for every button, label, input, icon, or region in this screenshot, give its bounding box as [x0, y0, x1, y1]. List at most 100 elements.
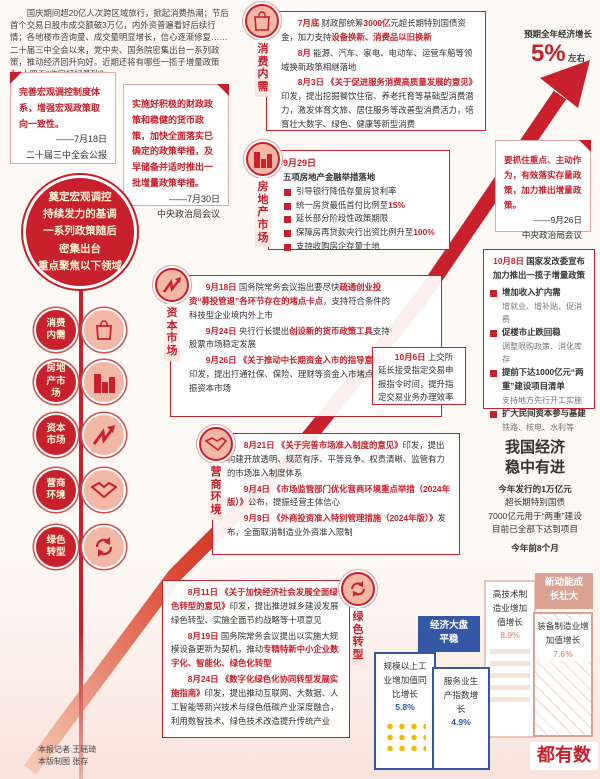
highlight-segment: 15%: [388, 199, 405, 210]
quote-source: 中央政治局会议: [521, 230, 582, 241]
highlight-segment: 9月4日: [243, 483, 270, 494]
text-segment: 印发，提出构建开放透明、规范有序、平等竞争、权责清晰、监管有力的市场准入制度体系: [227, 440, 445, 478]
ndrc-list: 增加收入扩内需增就业、增补贴、促消费促楼市止跌回稳调整限购政策、消化库存提前下达…: [489, 286, 589, 434]
text-segment: ，支持符合条件的科技型企业境内外上市: [189, 295, 390, 320]
quote-date: ——9月26日: [533, 215, 582, 226]
category-handshake: 营商环境: [34, 468, 78, 512]
sse-box: 10月6日 上交所延长接受指定交易申报指令时间，提升指定交易业务办理效率: [372, 347, 466, 405]
stable-label: 经济大盘平稳: [418, 616, 480, 652]
consumption-box: 7月底 财政部统筹3000亿元超长期特别国债资金，加力支持设备换新、消费品以旧换…: [266, 11, 486, 131]
sse-content: 10月6日 上交所延长接受指定交易申报指令时间，提升指定交易业务办理效率: [378, 351, 460, 405]
ndrc-heading: 10月8日 国家发改委宣布: [489, 255, 589, 269]
highlight-segment: 8月11日: [187, 587, 219, 597]
category-recycle-arrows: 绿色转型: [34, 525, 78, 569]
stat-equipment: 装备制造业增加值增长 7.6%: [533, 612, 593, 737]
highlight-segment: 设备换新、消费品以旧换新: [331, 31, 432, 42]
text-segment: 引导银行降低存量房贷利率: [296, 185, 397, 196]
quote-plenum: 完善宏观调控制度体系，增强宏观政策取向一致性。 ——7月18日 二十届三中全会公…: [10, 72, 116, 164]
quote-politburo-sept: 要抓住重点、主动作为，有效落实存量政策，加力推出增量政策。 ——9月26日 中央…: [495, 140, 591, 240]
highlight-segment: 3000亿: [363, 18, 391, 28]
highlight-segment: 8月19日: [187, 630, 219, 641]
highlight-segment: 《关于加快经济社会发展全面绿色转型的意见》: [171, 587, 338, 611]
bond-line: 目前已全部下达到项目: [492, 523, 578, 534]
steady-panel: 我国经济 稳中有进 今年发行的1万亿元 超长期特别国债 7000亿元用于“两重”…: [480, 438, 590, 556]
stat-label: 高技术制造业增加值增长: [492, 589, 528, 627]
rising-arrow-icon: [155, 268, 189, 302]
forecast: 预期全年经济增长 5% 左右: [520, 28, 596, 68]
paragraph: 9月24日 央行行长提出创设新的货币政策工具支持股票市场稳定发展: [189, 325, 394, 353]
highlight-segment: 8月: [297, 47, 311, 58]
green-content: 8月11日 《关于加快经济社会发展全面绿色转型的意见》印发，提出推进城乡建设发展…: [171, 586, 341, 729]
text-segment: 支持股票市场稳定发展: [189, 325, 390, 350]
business-content: 8月21日 《关于完善市场准入制度的意见》印发，提出构建开放透明、规范有序、平等…: [227, 439, 451, 540]
period-label: 今年前8个月: [511, 543, 559, 554]
stat-label: 规模以上工业增加值同比增长: [383, 661, 427, 699]
center-line: 重点聚焦以下领域: [38, 259, 122, 272]
paragraph: 9月26日 《关于推动中长期资金入市的指导意见》印发，提出打通社保、保险、理财等…: [189, 354, 394, 396]
ndrc-item-detail: 调整限购政策、消化库存: [502, 341, 582, 364]
shopping-bag-icon: [245, 4, 279, 38]
ndrc-item-detail: 支持地方先行开工实施: [502, 395, 582, 405]
green-label: 绿色转型: [350, 608, 366, 665]
stat-label: 装备制造业增加值增长: [535, 620, 591, 648]
quote-date: ——7月30日: [168, 193, 220, 204]
recycle-arrows-icon: [341, 572, 375, 606]
paragraph: 8月 能源、汽车、家电、电动车、运营车船等领域换新政策相继落地: [281, 47, 477, 75]
stat-industrial: 规模以上工业增加值同比增长 5.8%: [374, 652, 436, 770]
paragraph: 9月8日 《外商投资准入特别管理措施（2024年版）》发布，全面取消制造业外资准…: [227, 512, 451, 540]
paragraph: 7月底 财政部统筹3000亿元超长期特别国债资金，加力支持设备换新、消费品以旧换…: [281, 17, 477, 45]
rising-arrow-icon: [82, 413, 126, 457]
forecast-label: 预期全年经济增长: [523, 29, 592, 39]
quote-text: 实施好积极的财政政策和稳健的货币政策，加快全面落实已确定的政策举措，及早储备并适…: [132, 99, 214, 188]
text-segment: 国务院常务会议指出要尽快: [236, 282, 340, 292]
stat-high-tech: 高技术制造业增加值增长 8.9%: [484, 580, 536, 738]
text-segment: 支持收购房企存量土地: [296, 241, 380, 252]
forecast-suffix: 左右: [568, 53, 586, 64]
highlight-segment: 8月3日: [297, 77, 324, 88]
buildings-icon: [246, 142, 280, 176]
credit-reporter: 本报记者 王瑶琦: [38, 745, 97, 754]
quote-source: 二十届三中全会公报: [25, 150, 107, 160]
stat-building: 高技术制造业增加值增长 8.9%: [484, 580, 536, 738]
text-segment: 发布，全面取消制造业外资准入限制: [227, 513, 446, 538]
paragraph: 8月24日 《数字化绿色化协同转型发展实施指南》印发，提出推动互联网、大数据、人…: [171, 673, 341, 728]
buildings-icon: [82, 360, 126, 404]
highlight-segment: 《数字化绿色化协同转型发展实施指南》: [171, 674, 339, 699]
stat-value: 8.9%: [500, 630, 520, 641]
center-line: 奠定宏观调控: [48, 190, 112, 203]
paragraph: 9月18日 国务院常务会议指出要尽快疏通创业投资“募投管退”各环节存在的堵点卡点…: [189, 281, 394, 323]
highlight-segment: 8月24日: [187, 674, 219, 685]
text-segment: 印发，提出推动互联网、大数据、人工智能等新兴技术与绿色低碳产业深度融合，利用数智…: [171, 688, 339, 726]
bond-line: 7000亿元用于“两重”建设: [488, 510, 582, 521]
ndrc-date: 10月8日: [493, 256, 524, 266]
highlight-segment: 疏通创业投资“募投管退”各环节存在的堵点卡点: [189, 282, 382, 306]
ndrc-item-detail: 铁路、核电、水利等: [502, 422, 574, 432]
category-rising-arrow: 资本市场: [34, 413, 78, 457]
text-segment: 印发，提出挖掘餐饮住宿、养老托育等基础型消费潜力，激发体育文旅、居住服务等改善型…: [281, 91, 474, 130]
center-circle: 奠定宏观调控 持续发力的基调 一系列政策随后 密集出台 重点聚焦以下领域: [23, 175, 137, 289]
credit-graphics: 本版制图 张存: [38, 757, 89, 766]
window-pattern: [384, 721, 426, 751]
stat-value: 5.8%: [395, 702, 415, 713]
timeline-line: [79, 285, 83, 779]
stripe-pattern: [490, 649, 530, 709]
highlight-segment: 《外商投资准入特别管理措施（2024年版）》: [269, 513, 438, 524]
quote-text: 完善宏观调控制度体系，增强宏观政策取向一致性。: [19, 87, 101, 129]
text-segment: 财政部统筹: [319, 18, 364, 28]
capital-content: 9月18日 国务院常务会议指出要尽快疏通创业投资“募投管退”各环节存在的堵点卡点…: [189, 281, 394, 396]
real-estate-list: 引导银行降低存量房贷利率统一房贷最低首付比例至15%延长部分阶段性政策期限保障房…: [283, 185, 441, 254]
text-segment: 上交所延长接受指定交易申报指令时间，提升指定交易业务办理效率: [378, 352, 454, 403]
ndrc-subtitle: 加力推出一揽子增量政策: [492, 269, 586, 280]
stat-value: 4.9%: [451, 717, 471, 728]
highlight-segment: 《关于完善市场准入制度的意见》: [274, 440, 403, 450]
consumption-content: 7月底 财政部统筹3000亿元超长期特别国债资金，加力支持设备换新、消费品以旧换…: [281, 17, 477, 132]
recycle-arrows-icon: [82, 525, 126, 569]
forecast-value: 5%: [530, 40, 566, 68]
steady-title: 稳中有进: [504, 458, 565, 476]
text-segment: 公布，提振经营主体信心: [247, 497, 341, 508]
list-item: 延长部分阶段性政策期限: [283, 212, 441, 226]
ndrc-title: 国家发改委宣布: [526, 256, 585, 266]
new-momentum-label: 新动能成长壮大: [535, 573, 593, 609]
stat-value: 7.6%: [535, 647, 591, 662]
text-segment: 延长部分阶段性政策期限: [296, 213, 389, 224]
